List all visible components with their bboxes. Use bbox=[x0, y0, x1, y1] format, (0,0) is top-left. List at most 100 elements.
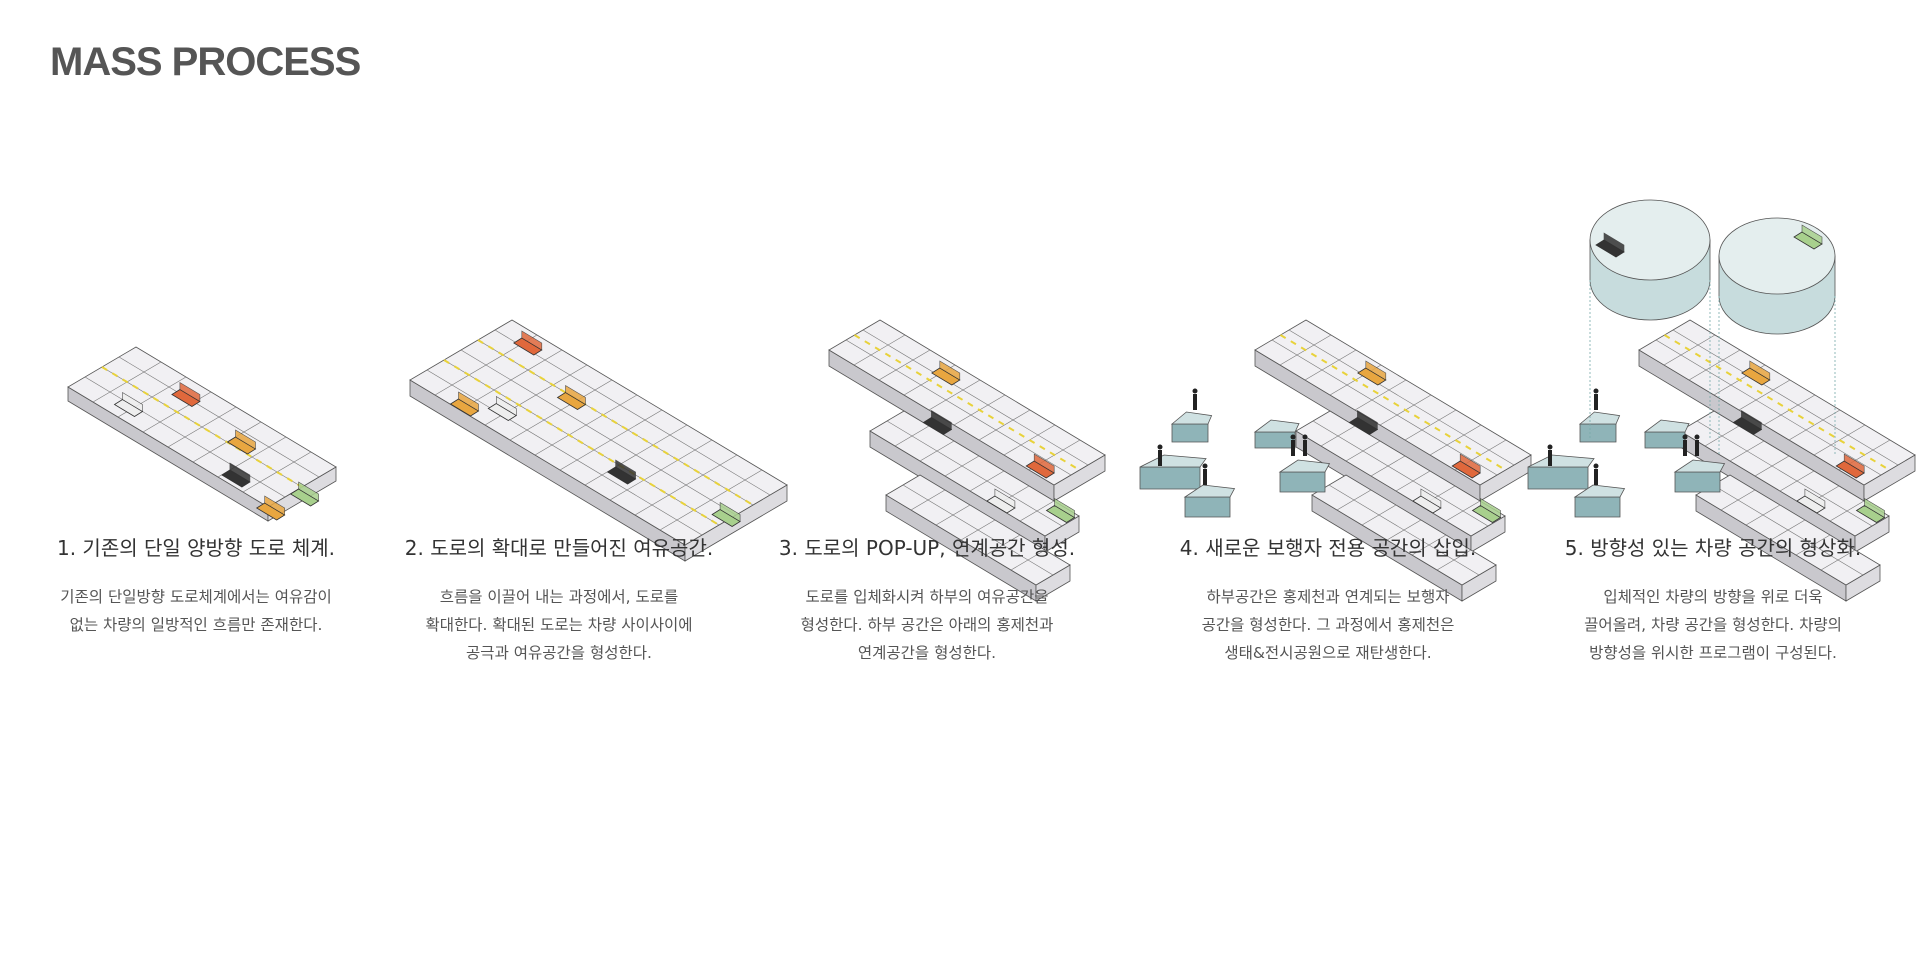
tile-line bbox=[886, 420, 1063, 527]
person-icon bbox=[1303, 440, 1307, 456]
tile-line bbox=[1655, 339, 1882, 476]
pedestrian-block bbox=[1254, 431, 1296, 449]
person-icon bbox=[1695, 440, 1699, 456]
tile-line bbox=[460, 349, 737, 516]
car-roof bbox=[615, 459, 636, 480]
pedestrian-block-top bbox=[1527, 454, 1595, 468]
description-line: 생태&전시공원으로 재탄생한다. bbox=[1224, 644, 1432, 662]
tile-line bbox=[1304, 349, 1357, 381]
step-2: 2. 도로의 확대로 만들어진 여유공간. 흐름을 이끌어 내는 과정에서, 도… bbox=[379, 532, 739, 667]
step-heading: 1. 기존의 단일 양방향 도로 체계. bbox=[56, 536, 336, 560]
car-roof bbox=[1357, 409, 1378, 431]
person-icon bbox=[1594, 394, 1598, 410]
car-roof bbox=[1033, 453, 1055, 474]
car-roof bbox=[122, 391, 143, 413]
tile-line bbox=[1738, 379, 1791, 411]
tile-line bbox=[1354, 379, 1407, 411]
tile-line bbox=[928, 379, 981, 411]
car-roof bbox=[298, 481, 319, 502]
tile-line bbox=[978, 409, 1031, 441]
description-line: 흐름을 이끌어 내는 과정에서, 도로를 bbox=[439, 588, 679, 606]
tile-line bbox=[1672, 329, 1899, 466]
description-line: 기존의 단일방향 도로체계에서는 여유감이 bbox=[60, 588, 332, 606]
pedestrian-block-top bbox=[1170, 411, 1213, 425]
pedestrian-block bbox=[1674, 471, 1721, 493]
person-head bbox=[1682, 434, 1688, 440]
description-line: 입체적인 차량의 방향을 위로 더욱 bbox=[1603, 588, 1823, 606]
tile-line bbox=[494, 329, 771, 496]
step-heading: 3. 도로의 POP-UP, 연계공간 형성. bbox=[778, 536, 1076, 560]
car-roof bbox=[495, 395, 517, 417]
person-icon bbox=[1548, 450, 1552, 466]
tile-line bbox=[1688, 349, 1741, 381]
tile-line bbox=[426, 369, 703, 536]
car-roof bbox=[264, 495, 286, 516]
person-icon bbox=[1683, 440, 1687, 456]
pedestrian-block bbox=[1184, 496, 1231, 518]
road-marking bbox=[853, 334, 1081, 471]
step-4: 4. 새로운 보행자 전용 공간의 삽입. 하부공간은 홍제천과 연계되는 보행… bbox=[1148, 532, 1508, 667]
description-line: 형성한다. 하부 공간은 아래의 홍제천과 bbox=[800, 616, 1054, 634]
person-head bbox=[1593, 388, 1599, 394]
step-3: 3. 도로의 POP-UP, 연계공간 형성. 도로를 입체화시켜 하부의 여유… bbox=[747, 532, 1107, 667]
car-roof bbox=[1801, 224, 1823, 245]
step-heading: 5. 방향성 있는 차량 공간의 형상화. bbox=[1564, 536, 1862, 560]
car-roof bbox=[235, 429, 256, 450]
tile-line bbox=[1712, 484, 1864, 576]
car-roof bbox=[939, 360, 961, 381]
car-roof bbox=[521, 330, 543, 351]
person-head bbox=[1593, 463, 1599, 469]
pedestrian-block bbox=[1644, 431, 1686, 449]
step-1: 1. 기존의 단일 양방향 도로 체계. 기존의 단일방향 도로체계에서는 여유… bbox=[16, 532, 376, 639]
description-line: 도로를 입체화시켜 하부의 여유공간을 bbox=[805, 588, 1049, 606]
car-roof bbox=[1843, 453, 1865, 474]
pedestrian-block bbox=[1579, 423, 1617, 443]
pedestrian-block-top bbox=[1573, 484, 1626, 498]
road-marking bbox=[443, 359, 720, 526]
description-line: 공간을 형성한다. 그 과정에서 홍제천은 bbox=[1201, 616, 1455, 634]
description-line: 하부공간은 홍제천과 연계되는 보행자 bbox=[1206, 588, 1450, 606]
person-head bbox=[1192, 388, 1198, 394]
person-icon bbox=[1158, 450, 1162, 466]
person-icon bbox=[1193, 394, 1197, 410]
car-roof bbox=[1864, 497, 1885, 519]
page-title: MASS PROCESS bbox=[50, 40, 361, 84]
car-roof bbox=[458, 391, 479, 412]
car-roof bbox=[229, 462, 251, 483]
cylinder-top bbox=[1589, 199, 1711, 281]
tile-line bbox=[1788, 409, 1841, 441]
person-head bbox=[1694, 434, 1700, 440]
step-5: 5. 방향성 있는 차량 공간의 형상화. 입체적인 차량의 방향을 위로 더욱… bbox=[1533, 532, 1893, 667]
person-head bbox=[1202, 463, 1208, 469]
person-icon bbox=[1203, 469, 1207, 485]
tile-line bbox=[862, 329, 1089, 466]
pedestrian-block bbox=[1527, 466, 1589, 490]
tile-line bbox=[1312, 420, 1489, 527]
car-roof bbox=[994, 488, 1016, 509]
car-roof bbox=[1365, 360, 1387, 381]
car-roof bbox=[1603, 232, 1625, 253]
person-head bbox=[1302, 434, 1308, 440]
tile-line bbox=[118, 356, 320, 478]
pedestrian-block-top bbox=[1673, 459, 1726, 473]
car-roof bbox=[719, 501, 741, 523]
car-roof bbox=[1749, 360, 1771, 381]
step-heading: 4. 새로운 보행자 전용 공간의 삽입. bbox=[1179, 536, 1477, 560]
pedestrian-block-top bbox=[1183, 484, 1236, 498]
step-heading: 2. 도로의 확대로 만들어진 여유공간. bbox=[404, 536, 714, 560]
description-line: 없는 차량의 일방적인 흐름만 존재한다. bbox=[69, 616, 323, 634]
tile-line bbox=[845, 339, 1072, 476]
road-marking bbox=[101, 366, 303, 488]
description-line: 방향성을 위시한 프로그램이 구성된다. bbox=[1589, 644, 1837, 662]
car-roof bbox=[1459, 453, 1481, 474]
car-roof bbox=[1054, 497, 1075, 519]
tile-line bbox=[1404, 409, 1457, 441]
tile-line bbox=[1271, 339, 1498, 476]
pedestrian-block-top bbox=[1643, 419, 1690, 433]
pedestrian-block-top bbox=[1278, 459, 1331, 473]
road-marking bbox=[1279, 334, 1507, 471]
tile-line bbox=[1288, 329, 1515, 466]
